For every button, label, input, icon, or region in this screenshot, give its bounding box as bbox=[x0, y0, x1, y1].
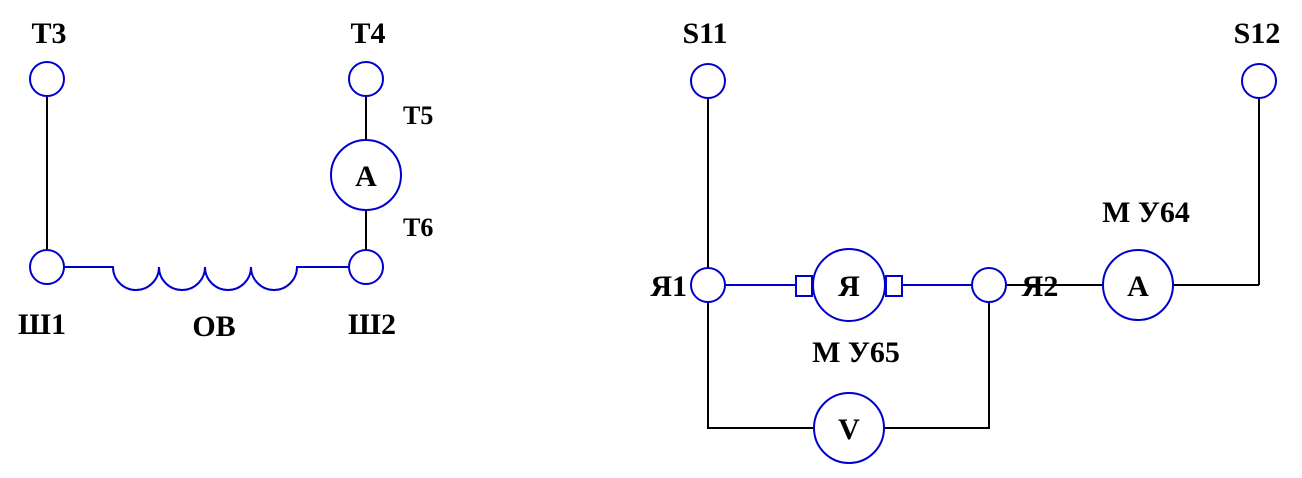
voltmeter-symbol: V bbox=[838, 413, 860, 446]
label-winding: ОВ bbox=[192, 310, 235, 343]
right-circuit: Я А V S11 S12 Я1 Я2 М У65 М У64 bbox=[650, 17, 1281, 464]
terminal-sh1 bbox=[29, 249, 65, 285]
label-mu65: М У65 bbox=[812, 336, 900, 369]
ammeter-right bbox=[1102, 249, 1174, 321]
label-ya2: Я2 bbox=[1022, 270, 1059, 303]
label-s11: S11 bbox=[682, 17, 727, 50]
terminal-t3 bbox=[29, 61, 65, 97]
ammeter-right-symbol: А bbox=[1127, 270, 1149, 303]
armature-symbol bbox=[812, 248, 886, 322]
label-s12: S12 bbox=[1234, 17, 1281, 50]
armature-brush-right bbox=[885, 275, 903, 297]
armature-letter: Я bbox=[838, 270, 860, 303]
ammeter-left bbox=[330, 139, 402, 211]
wire-voltmeter-loop-right bbox=[884, 302, 990, 429]
label-t6: T6 bbox=[403, 213, 433, 242]
label-mu64: М У64 bbox=[1102, 196, 1190, 229]
label-sh1: Ш1 bbox=[18, 308, 66, 341]
left-circuit: А T3 T4 T5 T6 Ш1 Ш2 ОВ bbox=[18, 17, 433, 343]
wire-voltmeter-loop bbox=[707, 302, 814, 429]
terminal-s12 bbox=[1241, 63, 1277, 99]
label-t3: T3 bbox=[31, 17, 66, 50]
terminal-s11 bbox=[690, 63, 726, 99]
terminal-ya2 bbox=[971, 267, 1007, 303]
label-ya1: Я1 bbox=[650, 270, 687, 303]
field-winding-coil bbox=[64, 266, 349, 291]
armature-brush-left bbox=[795, 275, 813, 297]
label-t4: T4 bbox=[350, 17, 385, 50]
voltmeter bbox=[813, 392, 885, 464]
label-t5: T5 bbox=[403, 101, 433, 130]
ammeter-left-symbol: А bbox=[355, 160, 377, 193]
label-sh2: Ш2 bbox=[348, 308, 396, 341]
terminal-ya1 bbox=[690, 267, 726, 303]
terminal-sh2 bbox=[348, 249, 384, 285]
terminal-t4 bbox=[348, 61, 384, 97]
